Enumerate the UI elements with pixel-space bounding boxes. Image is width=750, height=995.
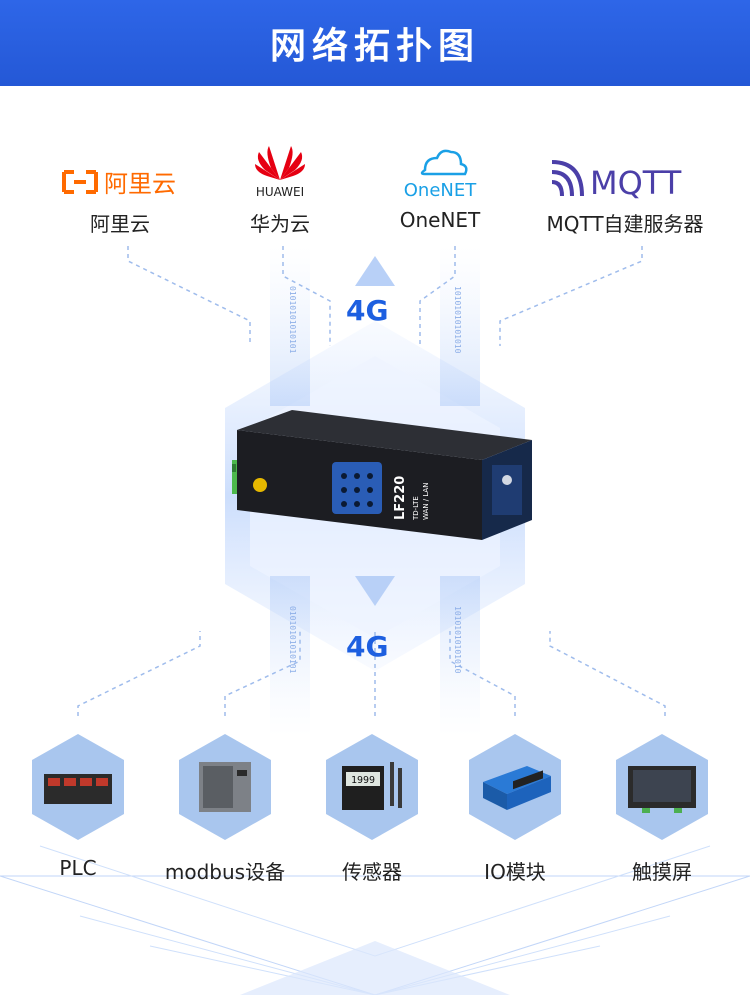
router-subtitle: TD-LTE: [412, 496, 420, 521]
cloud-huawei: HUAWEI 华为云: [195, 140, 365, 237]
cloud-label-mqtt: MQTT自建服务器: [546, 212, 704, 236]
svg-text:10101010101010: 10101010101010: [453, 606, 462, 674]
svg-text:阿里云: 阿里云: [104, 170, 176, 198]
cloud-label-huawei: 华为云: [250, 212, 310, 236]
device-label-sensor: 传感器: [342, 860, 402, 884]
plc-icon: [44, 774, 112, 804]
device-label-modbus: modbus设备: [164, 860, 286, 884]
cloud-label-onenet: OneNET: [399, 208, 481, 232]
device-io: IO模块: [440, 732, 590, 885]
device-sensor: 1999 传感器: [297, 732, 447, 885]
sensor-display: 1999: [351, 775, 375, 786]
network-label-top: 4G: [346, 294, 389, 327]
device-label-io: IO模块: [484, 860, 546, 884]
header-banner: 网络拓扑图: [0, 0, 750, 86]
aliyun-logo-icon: 阿里云: [35, 140, 205, 200]
touchscreen-icon: [628, 766, 696, 813]
router-device: LF220 TD-LTE WAN / LAN: [232, 410, 532, 540]
svg-text:10101010101010: 10101010101010: [453, 286, 462, 354]
cloud-label-aliyun: 阿里云: [90, 212, 150, 236]
cloud-aliyun: 阿里云 阿里云: [35, 140, 205, 237]
svg-text:01010101010101: 01010101010101: [288, 606, 297, 674]
cloud-mqtt: MQTT MQTT自建服务器: [540, 140, 710, 237]
router-sub2: WAN / LAN: [422, 483, 430, 520]
router-model: LF220: [393, 476, 408, 520]
page-title: 网络拓扑图: [269, 26, 480, 67]
modbus-device-icon: [199, 762, 251, 812]
cloud-onenet: OneNET OneNET: [355, 140, 525, 232]
device-modbus: modbus设备: [150, 732, 300, 885]
huawei-logo-icon: HUAWEI: [195, 140, 365, 200]
svg-text:OneNET: OneNET: [404, 180, 477, 200]
svg-text:MQTT: MQTT: [590, 164, 682, 200]
device-label-plc: PLC: [59, 856, 97, 880]
io-module-icon: [483, 766, 551, 810]
device-touch: 触摸屏: [587, 732, 737, 885]
sensor-icon: 1999: [342, 762, 402, 810]
device-label-touch: 触摸屏: [632, 860, 692, 884]
onenet-logo-icon: OneNET: [355, 140, 525, 200]
svg-text:HUAWEI: HUAWEI: [256, 185, 304, 199]
device-plc: PLC: [3, 732, 153, 880]
network-label-bottom: 4G: [346, 630, 389, 663]
svg-text:01010101010101: 01010101010101: [288, 286, 297, 354]
mqtt-logo-icon: MQTT: [540, 140, 710, 200]
